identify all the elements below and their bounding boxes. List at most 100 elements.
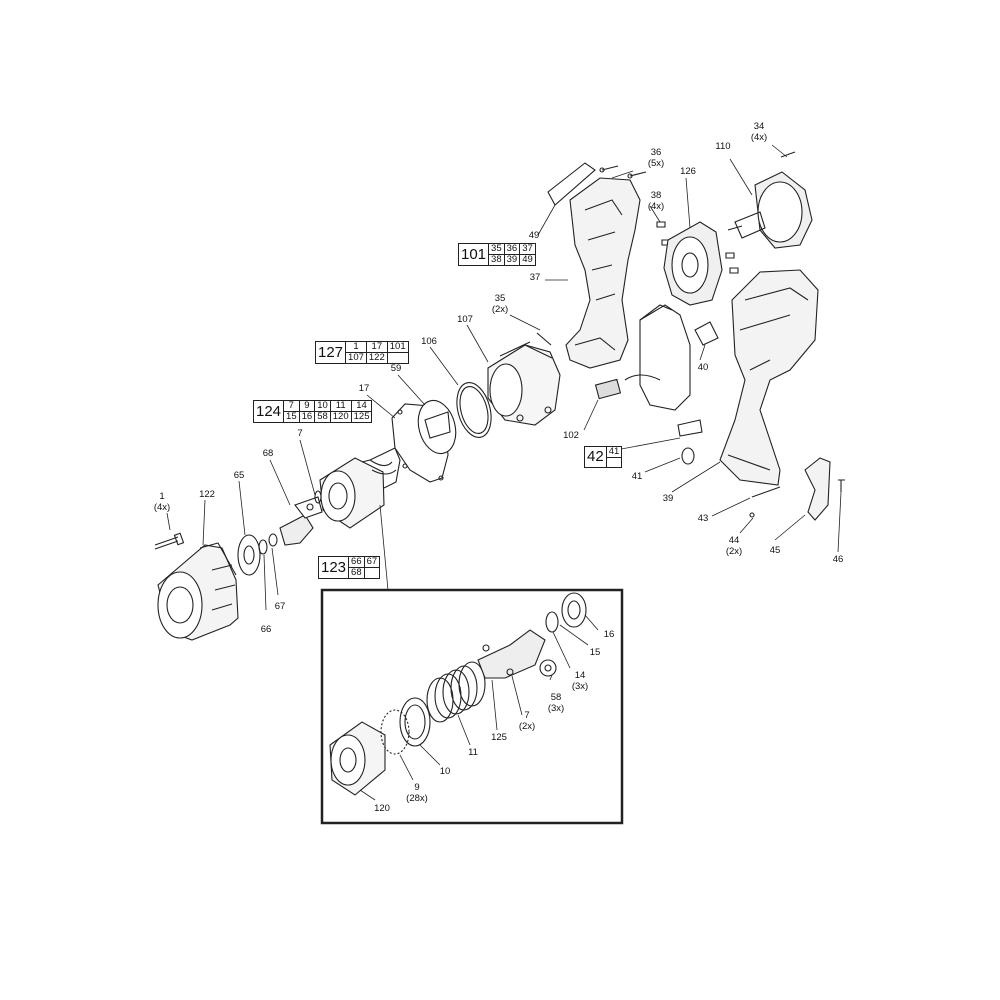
housing-half-49: [548, 163, 640, 368]
kit-cell: 66: [348, 556, 365, 568]
hammer-assembly-124: [320, 448, 400, 528]
belt-clip-45: [805, 458, 830, 520]
callout-40: 40: [697, 362, 709, 373]
kit-cell: 122: [365, 352, 388, 364]
gear-case-122: [158, 543, 238, 640]
kit-cell: 36: [503, 243, 521, 255]
callout-102: 102: [563, 430, 579, 441]
kit-cell: 107: [345, 352, 367, 364]
callout-122: 122: [199, 489, 215, 500]
callout-14: 14(3x): [571, 670, 589, 692]
oring-106: [451, 379, 496, 441]
kit-cell: 10: [314, 400, 331, 412]
callout-67: 67: [274, 601, 286, 612]
kit-123-number: 123: [318, 556, 349, 579]
kit-cell: [386, 352, 409, 364]
callout-45: 45: [769, 545, 781, 556]
ring-41: [678, 420, 702, 464]
washer-65: [238, 535, 260, 575]
callout-107: 107: [457, 314, 473, 325]
kit-cell: 101: [386, 341, 409, 353]
callout-65: 65: [233, 470, 245, 481]
kit-cell: 16: [298, 411, 316, 423]
kit-cell: 17: [365, 341, 388, 353]
kit-cell: 120: [329, 411, 352, 423]
kit-cell: 125: [350, 411, 373, 423]
housing-half-39: [720, 270, 818, 485]
kit-cell: 15: [283, 411, 300, 423]
kit-cell: 37: [519, 243, 536, 255]
kit-cell: 68: [348, 567, 365, 579]
gasket-59: [413, 396, 462, 457]
kit-cell: 67: [363, 556, 381, 568]
callout-126: 126: [680, 166, 696, 177]
kit-cell: 49: [519, 254, 536, 266]
detail-inset: [322, 590, 622, 823]
callout-38: 38(4x): [647, 190, 665, 212]
callout-34: 34(4x): [750, 121, 768, 143]
callout-9: 9(28x): [406, 782, 428, 804]
rotor-110: [728, 172, 812, 248]
callout-58: 58(3x): [547, 692, 565, 714]
callout-15: 15: [589, 647, 601, 658]
kit-cell: 39: [503, 254, 521, 266]
callout-39: 39: [662, 493, 674, 504]
switch-102: [596, 305, 690, 410]
kit-cell: 1: [345, 341, 367, 353]
callout-59: 59: [390, 363, 402, 374]
screws-36: [600, 166, 646, 178]
callout-7-inset: 7(2x): [518, 710, 536, 732]
kit-cell: 41: [605, 446, 623, 458]
callout-16: 16: [603, 629, 615, 640]
screw-1: [155, 533, 184, 549]
callout-46: 46: [832, 554, 844, 565]
kit-42-number: 42: [584, 446, 606, 468]
kit-101-number: 101: [458, 243, 489, 266]
callout-41: 41: [631, 471, 643, 482]
callout-7: 7: [297, 428, 303, 439]
callout-1: 1(4x): [153, 491, 171, 513]
ring-66: [259, 540, 267, 554]
kit-cell: [363, 567, 381, 579]
kit-cell: 35: [488, 243, 505, 255]
screws-34: [781, 152, 795, 157]
kit-42-table: 41: [605, 446, 623, 468]
callout-10: 10: [439, 766, 451, 777]
callout-120: 120: [374, 803, 390, 814]
leader-lines: [167, 145, 841, 610]
kit-cell: 9: [298, 400, 316, 412]
callout-125: 125: [491, 732, 507, 743]
pin-35: [537, 333, 551, 345]
ring-67: [269, 534, 277, 546]
anvil-68: [280, 497, 322, 545]
callout-106: 106: [421, 336, 437, 347]
kit-127-number: 127: [315, 341, 346, 364]
screw-44: [750, 513, 754, 517]
callout-110: 110: [715, 141, 731, 152]
callout-35: 35(2x): [491, 293, 509, 315]
callout-11: 11: [468, 747, 478, 758]
kit-cell: 58: [314, 411, 331, 423]
kit-124-number: 124: [253, 400, 284, 423]
stator-126: [664, 222, 722, 305]
callout-36: 36(5x): [647, 147, 665, 169]
kit-42: 42 41: [584, 446, 623, 468]
front-housing-107: [488, 342, 560, 425]
kit-cell: 11: [329, 400, 352, 412]
callout-43: 43: [697, 513, 709, 524]
trigger-40: [695, 322, 718, 345]
callout-17: 17: [358, 383, 370, 394]
callout-37: 37: [529, 272, 541, 283]
callout-44: 44(2x): [725, 535, 743, 557]
kit-cell: [605, 457, 623, 468]
callout-66: 66: [260, 624, 272, 635]
